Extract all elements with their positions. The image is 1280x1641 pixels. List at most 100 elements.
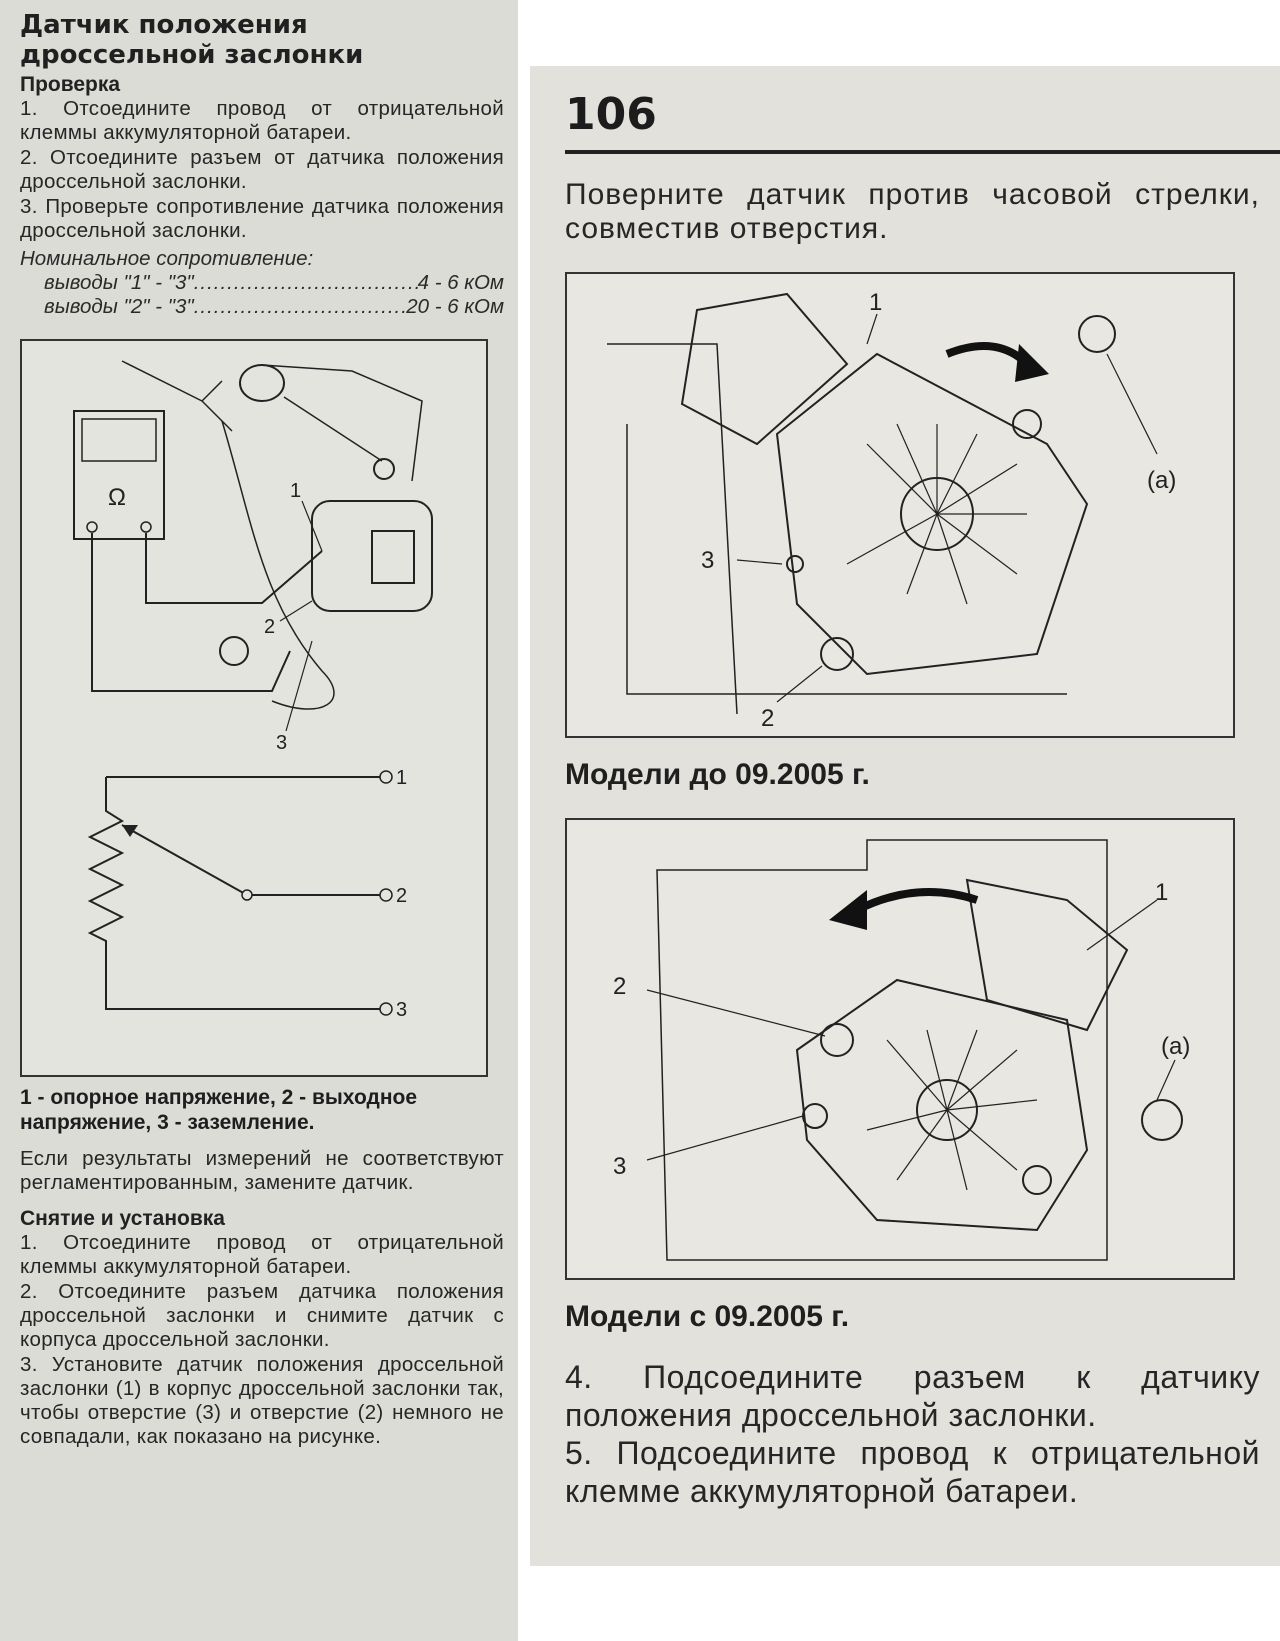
sensor-connector-old [680,292,849,446]
spacer [20,1135,504,1147]
check-steps: 1. Отсоедините провод от отрицательной к… [20,97,504,243]
callout-1-line-old [866,313,878,345]
sensor-diagram-old: 1 2 3 (a) [607,289,1176,732]
section-title-line-1: Датчик положения [20,10,308,40]
callout-1-old: 1 [869,289,882,316]
wiper-wire [121,824,380,896]
callout-2-new: 2 [613,973,626,1000]
resistor-symbol [87,777,380,1010]
figure-new-models: 1 2 3 (a) [565,818,1235,1280]
screw-hole-old [1012,409,1042,439]
callout-2-line-old [776,665,823,703]
result-text: Если результаты измерений не соответству… [20,1147,504,1194]
sensor-housing-old [775,352,1089,676]
callout-1-new: 1 [1155,879,1168,906]
intro-text: Поверните датчик против часовой стрелки,… [565,178,1260,245]
probe-lead-1 [91,533,291,692]
callout-3-old: 3 [701,547,714,574]
figure-old-models: 1 2 3 (a) [565,272,1235,738]
sensor-ribs-new [866,1029,1038,1191]
spec-value-1: 4 - 6 кОм [417,271,504,294]
sensor-connector-new [965,878,1129,1032]
terminal-1-circle [379,770,393,784]
sensor-body [311,500,433,612]
left-page: Датчик положения дроссельной заслонки Пр… [0,0,518,1641]
page-number: 106 [565,89,657,140]
ohm-symbol: Ω [108,484,126,511]
caption-old-models: Модели до 09.2005 г. [565,758,870,791]
callout-line-2 [279,600,313,622]
throttle-housing-outline [607,343,1067,715]
spec-heading: Номинальное сопротивление: [20,247,314,270]
throttle-body-outline [261,364,423,482]
spec-label-1: выводы "1" - "3" [44,271,194,294]
spec-label-2: выводы "2" - "3" [44,295,194,318]
spec-leader-1 [194,271,418,295]
callout-a-new: (a) [1161,1033,1190,1060]
throttle-shaft [239,364,285,402]
install-steps: 4. Подсоедините разъем к датчику положен… [565,1358,1260,1510]
screw-old [1078,315,1116,353]
hole-2-old [820,637,854,671]
probe-lead-2 [145,533,323,604]
sensor-diagram-new: 1 2 3 (a) [613,839,1190,1261]
removal-step-1: 1. Отсоедините провод от отрицательной к… [20,1231,504,1278]
rotation-arrow-old [945,342,1030,367]
spec-value-2: 20 - 6 кОм [406,295,504,318]
screw-new [1141,1099,1183,1141]
callout-2-line-new [646,989,826,1037]
check-step-1: 1. Отсоедините провод от отрицательной к… [20,97,504,144]
ohmmeter-figure: Ω 1 2 3 [20,339,488,1077]
ohmmeter-body [73,410,165,540]
install-step-4: 4. Подсоедините разъем к датчику положен… [565,1359,1260,1433]
spec-row-2: выводы "2" - "3" 20 - 6 кОм [20,295,504,319]
figure-callout-1: 1 [290,480,301,502]
check-step-2: 2. Отсоедините разъем от датчика положен… [20,146,504,193]
wiper-node [241,889,253,901]
probe-socket-right [140,521,152,533]
spec-leader-2 [194,295,407,319]
terminal-label-1: 1 [396,767,407,789]
callout-2-old: 2 [761,705,774,732]
callout-line-3 [285,640,313,732]
screw-hole-new [1022,1165,1052,1195]
removal-step-2: 2. Отсоедините разъем датчика положения … [20,1280,504,1351]
probe-socket-left [86,521,98,533]
caption-new-models: Модели с 09.2005 г. [565,1300,850,1333]
hole-3-new [802,1103,828,1129]
figure-caption: 1 - опорное напряжение, 2 - выходное нап… [20,1086,418,1134]
rotation-arrowhead-old [1015,344,1049,382]
callout-line-1 [301,500,323,552]
terminal-2-circle [379,888,393,902]
resistance-spec: Номинальное сопротивление: выводы "1" - … [20,247,504,319]
callout-3-new: 3 [613,1153,626,1180]
removal-heading: Снятие и установка [20,1207,225,1230]
terminal-3-circle [379,1002,393,1016]
removal-steps: 1. Отсоедините провод от отрицательной к… [20,1231,504,1449]
figure-callout-2: 2 [264,616,275,638]
rotation-arrow-new [855,888,979,914]
sensor-hub-new [916,1079,978,1141]
check-step-3: 3. Проверьте сопротивление датчика полож… [20,195,504,242]
sensor-connector [371,530,415,584]
callout-3-line-old [736,559,783,565]
callout-3-line-new [646,1115,804,1161]
callout-1-line-new [1086,899,1158,951]
terminal-label-2: 2 [396,885,407,907]
housing-curve [221,420,335,710]
wiper-arrow [122,825,138,837]
spec-row-1: выводы "1" - "3" 4 - 6 кОм [20,271,504,295]
callout-a-old: (a) [1147,467,1176,494]
throttle-housing-new [656,839,1108,1261]
callout-a-line-new [1156,1059,1176,1101]
check-heading: Проверка [20,73,121,96]
sensor-housing-new [795,978,1089,1232]
ohmmeter-display [81,418,157,462]
terminal-label-3: 3 [396,999,407,1021]
engine-outline [121,360,233,432]
install-step-5: 5. Подсоедините провод к отрицательной к… [565,1435,1260,1509]
mount-hole [373,458,395,480]
removal-step-3: 3. Установите датчик положения дроссельн… [20,1353,504,1448]
rotation-arrowhead-new [829,890,867,930]
right-page: 106 Поверните датчик против часовой стре… [530,66,1280,1566]
